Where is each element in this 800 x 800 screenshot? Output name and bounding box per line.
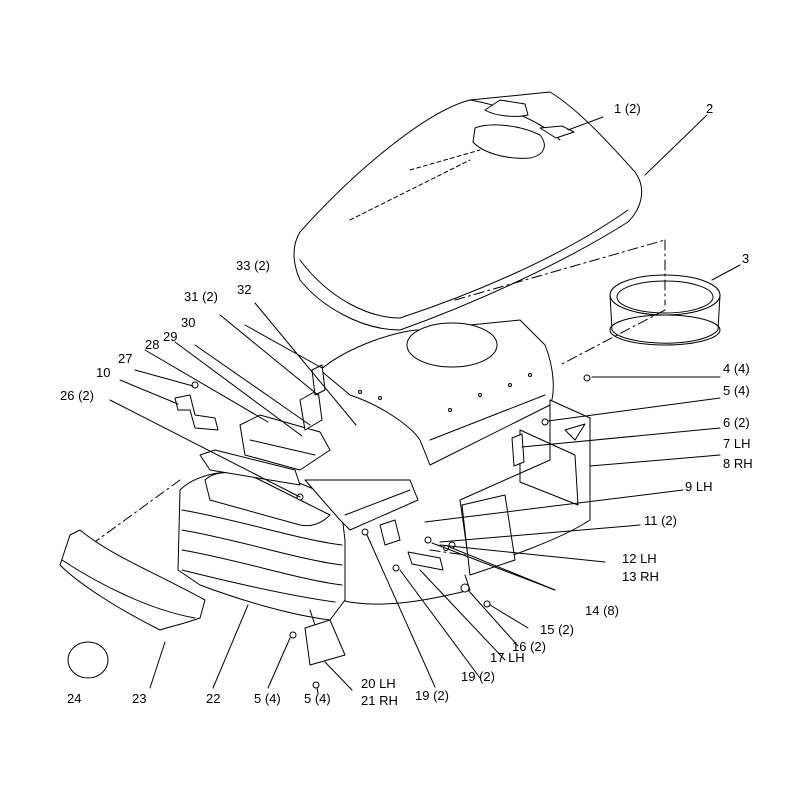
label-5-bottom-right: 5 (4) [304,691,331,706]
grille-part-22 [177,470,346,641]
brackets-front [174,364,444,666]
hood-part-2 [293,91,643,331]
label-26: 26 (2) [60,388,94,403]
label-28: 28 [145,337,160,352]
label-9: 9 LH [685,479,713,494]
emblem-part-24 [67,641,109,679]
label-12: 12 LH [622,551,657,566]
label-23: 23 [132,691,147,706]
label-11: 11 (2) [644,513,677,528]
label-30: 30 [181,315,196,330]
label-24: 24 [67,691,82,706]
label-19-right: 19 (2) [461,669,495,684]
label-22: 22 [206,691,221,706]
label-21: 21 RH [361,693,398,708]
label-20: 20 LH [361,676,396,691]
label-33: 33 (2) [236,258,270,273]
label-8: 8 RH [723,456,753,471]
body-cowl [319,319,554,466]
label-31: 31 (2) [184,289,218,304]
label-5-right: 5 (4) [723,383,750,398]
label-29: 29 [163,329,178,344]
label-16: 16 (2) [512,639,546,654]
label-10: 10 [96,365,111,380]
label-3: 3 [742,251,750,266]
bumper-part-23 [59,529,206,631]
label-4: 4 (4) [723,361,750,376]
label-14: 14 (8) [585,603,619,618]
hardware [191,374,591,689]
label-5-bottom-left: 5 (4) [254,691,281,706]
label-32: 32 [237,282,252,297]
label-27: 27 [118,351,133,366]
label-6: 6 (2) [723,415,750,430]
label-7: 7 LH [723,436,751,451]
label-17: 17 LH [490,650,525,665]
label-2: 2 [706,101,714,116]
label-13: 13 RH [622,569,659,584]
label-1: 1 (2) [614,101,641,116]
label-19-left: 19 (2) [415,688,449,703]
centerlines [69,239,666,561]
leader-lines [109,114,741,694]
lower-frame [339,399,591,605]
label-15: 15 (2) [540,622,574,637]
